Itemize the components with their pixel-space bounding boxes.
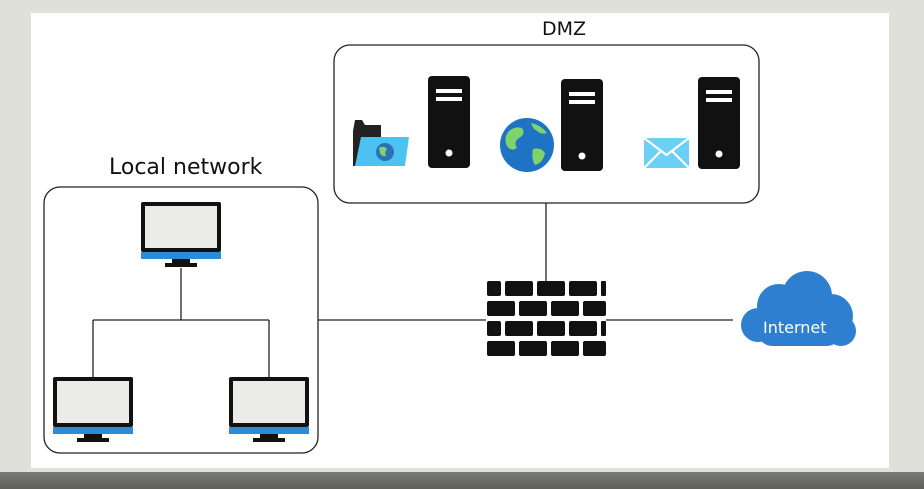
folder-icon — [353, 120, 409, 166]
globe-icon — [500, 118, 554, 172]
dmz-label: DMZ — [542, 18, 587, 40]
server-icon — [698, 77, 740, 169]
bottom-bar — [0, 472, 924, 489]
web-server — [500, 79, 603, 172]
cloud-icon — [741, 271, 856, 346]
local-network-box — [43, 186, 319, 454]
server-icon — [428, 76, 470, 168]
dmz-box — [333, 44, 760, 204]
diagram-canvas: DMZ Local network Internet — [31, 13, 889, 468]
local-network-label: Local network — [109, 155, 263, 180]
firewall-icon — [487, 281, 606, 356]
internet-label: Internet — [763, 318, 827, 337]
mail-icon — [643, 137, 690, 169]
file-server — [353, 76, 470, 168]
connections — [92, 203, 733, 377]
network-diagram — [43, 44, 856, 454]
computer-icon — [141, 202, 221, 267]
computer-icon — [229, 377, 309, 442]
mail-server — [643, 77, 740, 169]
server-icon — [561, 79, 603, 171]
computer-icon — [53, 377, 133, 442]
